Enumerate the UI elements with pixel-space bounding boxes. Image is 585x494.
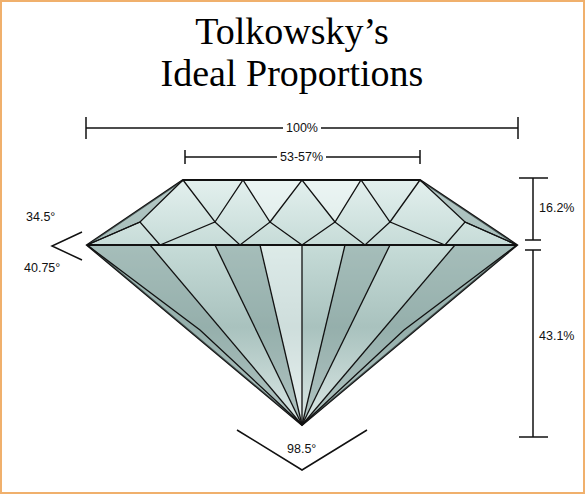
light-facets xyxy=(243,180,361,425)
dimension-label: 53-57% xyxy=(277,150,326,165)
dimension-label: 40.75° xyxy=(24,261,60,276)
dimension-label: 34.5° xyxy=(26,210,55,225)
dimension-lines xyxy=(86,117,548,437)
dimension-label: 98.5° xyxy=(287,442,316,457)
dimension-label: 16.2% xyxy=(539,201,574,216)
shaded-facets xyxy=(87,180,517,425)
pavilion-facets xyxy=(87,245,517,425)
crown-facets xyxy=(87,180,517,245)
title: Tolkowsky’s Ideal Proportions xyxy=(127,10,457,94)
dimension-label: 100% xyxy=(283,121,321,136)
culet-angle-marker xyxy=(237,430,367,470)
girdle-angle-marker xyxy=(52,232,82,260)
dimension-label: 43.1% xyxy=(539,329,574,344)
diamond-outline xyxy=(87,180,517,425)
